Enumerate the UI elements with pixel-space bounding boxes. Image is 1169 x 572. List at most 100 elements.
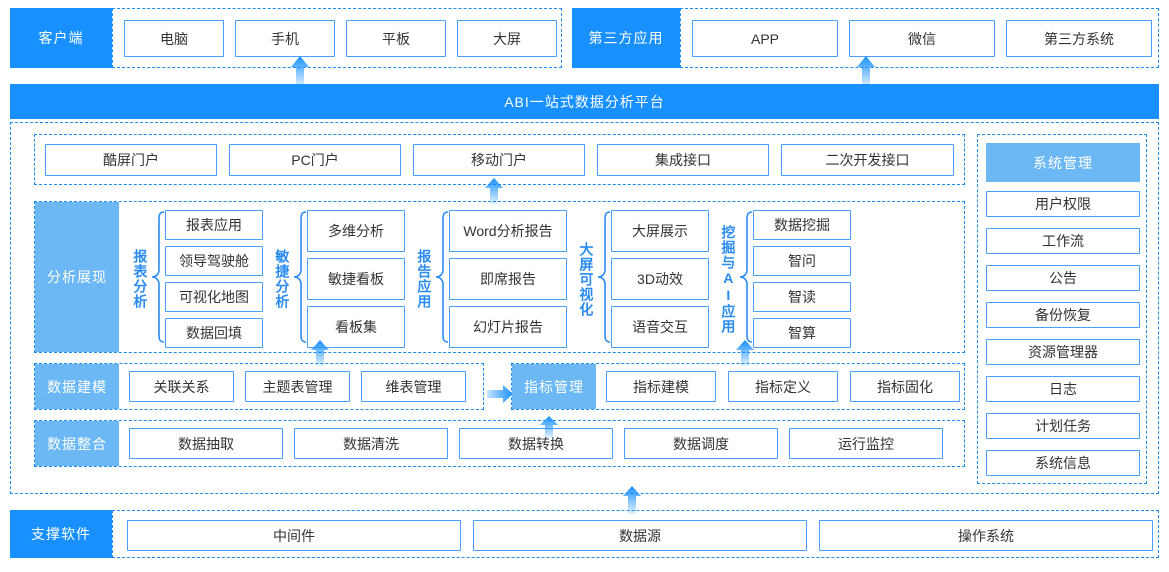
- arrow-up-metric-to-analysis: [736, 340, 754, 366]
- client-item-tablet[interactable]: 平板: [346, 20, 446, 57]
- analysis-item-report-app[interactable]: 报表应用: [165, 210, 263, 240]
- analysis-item-smart-compute[interactable]: 智算: [753, 318, 851, 348]
- platform-main-container: 酷屏门户 PC门户 移动门户 集成接口 二次开发接口 分析展现 报表分析: [10, 122, 1159, 494]
- analysis-group-report-label: 报表分析: [132, 249, 149, 309]
- brace-icon: [293, 210, 307, 348]
- integration-item-schedule[interactable]: 数据调度: [624, 428, 778, 459]
- metric-management-section: 指标管理 指标建模 指标定义 指标固化: [511, 363, 965, 410]
- sysmgmt-item-announcement[interactable]: 公告: [986, 265, 1140, 291]
- arrow-up-to-client: [291, 56, 309, 86]
- system-management-label: 系统管理: [986, 143, 1140, 182]
- analysis-item-data-mining[interactable]: 数据挖掘: [753, 210, 851, 240]
- support-software-row: 支撑软件 中间件 数据源 操作系统: [10, 510, 1159, 558]
- analysis-item-dashboard-set[interactable]: 看板集: [307, 306, 405, 348]
- analysis-group-report-app-items: Word分析报告 即席报告 幻灯片报告: [449, 210, 567, 348]
- analysis-item-leader-cockpit[interactable]: 领导驾驶舱: [165, 246, 263, 276]
- arrow-up-to-third-party: [857, 56, 875, 86]
- analysis-item-agile-dashboard[interactable]: 敏捷看板: [307, 258, 405, 300]
- brace-icon: [739, 210, 753, 348]
- support-item-datasource[interactable]: 数据源: [473, 520, 807, 551]
- analysis-item-slide-report[interactable]: 幻灯片报告: [449, 306, 567, 348]
- portal-item-secondary-dev-api[interactable]: 二次开发接口: [781, 144, 954, 176]
- analysis-group-agile-label: 敏捷分析: [274, 249, 291, 309]
- analysis-group-bigscreen: 大屏可视化 大屏展示 3D动效 语音交互: [575, 210, 709, 348]
- analysis-group-report-app-label: 报告应用: [416, 249, 433, 309]
- integration-item-extract[interactable]: 数据抽取: [129, 428, 283, 459]
- data-modeling-section: 数据建模 关联关系 主题表管理 维表管理: [34, 363, 484, 410]
- client-layer-container: 电脑 手机 平板 大屏: [112, 8, 562, 68]
- support-software-label: 支撑软件: [10, 510, 112, 558]
- analysis-item-voice-interaction[interactable]: 语音交互: [611, 306, 709, 348]
- support-item-middleware[interactable]: 中间件: [127, 520, 461, 551]
- analysis-group-mining-ai-label: 挖掘与AI应用: [720, 224, 737, 334]
- arrow-up-support-to-integration: [623, 486, 641, 514]
- analysis-item-smart-read[interactable]: 智读: [753, 282, 851, 312]
- sysmgmt-item-log[interactable]: 日志: [986, 376, 1140, 402]
- sysmgmt-item-resource-manager[interactable]: 资源管理器: [986, 339, 1140, 365]
- support-item-os[interactable]: 操作系统: [819, 520, 1153, 551]
- analysis-item-word-report[interactable]: Word分析报告: [449, 210, 567, 252]
- analysis-item-multidim-analysis[interactable]: 多维分析: [307, 210, 405, 252]
- integration-item-transform[interactable]: 数据转换: [459, 428, 613, 459]
- data-integration-label: 数据整合: [35, 421, 119, 466]
- sysmgmt-item-backup-restore[interactable]: 备份恢复: [986, 302, 1140, 328]
- arrow-up-integration-to-metric: [540, 416, 558, 438]
- client-item-bigscreen[interactable]: 大屏: [457, 20, 557, 57]
- modeling-item-dimension-table[interactable]: 维表管理: [361, 371, 466, 402]
- portal-section: 酷屏门户 PC门户 移动门户 集成接口 二次开发接口: [34, 134, 965, 185]
- analysis-item-data-writeback[interactable]: 数据回填: [165, 318, 263, 348]
- metric-item-definition[interactable]: 指标定义: [728, 371, 838, 402]
- client-layer-row: 客户端 电脑 手机 平板 大屏 第三方应用 APP 微信 第三方系统: [0, 8, 1169, 68]
- metric-item-modeling[interactable]: 指标建模: [606, 371, 716, 402]
- arrow-right-modeling-to-metric: [487, 385, 513, 403]
- analysis-group-agile: 敏捷分析 多维分析 敏捷看板 看板集: [271, 210, 405, 348]
- client-layer-label: 客户端: [10, 8, 112, 68]
- analysis-item-3d-effects[interactable]: 3D动效: [611, 258, 709, 300]
- third-party-item-app[interactable]: APP: [692, 20, 838, 57]
- brace-icon: [151, 210, 165, 348]
- sysmgmt-item-system-info[interactable]: 系统信息: [986, 450, 1140, 476]
- analysis-group-mining-ai-items: 数据挖掘 智问 智读 智算: [753, 210, 851, 348]
- analysis-group-report: 报表分析 报表应用 领导驾驶舱 可视化地图 数据回填: [129, 210, 263, 348]
- portal-item-pc[interactable]: PC门户: [229, 144, 401, 176]
- third-party-item-system[interactable]: 第三方系统: [1006, 20, 1152, 57]
- brace-icon: [597, 210, 611, 348]
- analysis-section-label: 分析展现: [35, 202, 119, 352]
- portal-item-mobile[interactable]: 移动门户: [413, 144, 585, 176]
- brace-icon: [435, 210, 449, 348]
- sysmgmt-item-scheduled-task[interactable]: 计划任务: [986, 413, 1140, 439]
- analysis-item-visual-map[interactable]: 可视化地图: [165, 282, 263, 312]
- portal-item-cool-screen[interactable]: 酷屏门户: [45, 144, 217, 176]
- client-item-phone[interactable]: 手机: [235, 20, 335, 57]
- arrow-up-modeling-to-analysis: [311, 340, 329, 366]
- analysis-item-adhoc-report[interactable]: 即席报告: [449, 258, 567, 300]
- modeling-item-subject-table[interactable]: 主题表管理: [245, 371, 350, 402]
- analysis-group-agile-items: 多维分析 敏捷看板 看板集: [307, 210, 405, 348]
- analysis-section: 分析展现 报表分析 报表应用 领导驾驶舱 可视化地图 数据回填: [34, 201, 965, 353]
- sysmgmt-item-user-permission[interactable]: 用户权限: [986, 191, 1140, 217]
- analysis-group-mining-ai: 挖掘与AI应用 数据挖掘 智问 智读 智算: [717, 210, 851, 348]
- portal-item-integration-api[interactable]: 集成接口: [597, 144, 769, 176]
- analysis-group-report-app: 报告应用 Word分析报告 即席报告 幻灯片报告: [413, 210, 567, 348]
- modeling-item-relations[interactable]: 关联关系: [129, 371, 234, 402]
- data-modeling-label: 数据建模: [35, 364, 119, 409]
- metric-item-solidify[interactable]: 指标固化: [850, 371, 960, 402]
- analysis-group-bigscreen-label: 大屏可视化: [578, 241, 595, 317]
- third-party-item-wechat[interactable]: 微信: [849, 20, 995, 57]
- third-party-layer-container: APP 微信 第三方系统: [680, 8, 1159, 68]
- analysis-item-smart-ask[interactable]: 智问: [753, 246, 851, 276]
- integration-item-clean[interactable]: 数据清洗: [294, 428, 448, 459]
- analysis-item-bigscreen-display[interactable]: 大屏展示: [611, 210, 709, 252]
- sysmgmt-item-workflow[interactable]: 工作流: [986, 228, 1140, 254]
- analysis-group-bigscreen-items: 大屏展示 3D动效 语音交互: [611, 210, 709, 348]
- data-integration-section: 数据整合 数据抽取 数据清洗 数据转换 数据调度 运行监控: [34, 420, 965, 467]
- arrow-up-portal-to-banner: [485, 178, 503, 204]
- support-software-container: 中间件 数据源 操作系统: [112, 510, 1159, 558]
- system-management-section: 系统管理 用户权限 工作流 公告 备份恢复 资源管理器 日志 计划任务 系统信息: [977, 134, 1147, 484]
- metric-management-label: 指标管理: [512, 364, 596, 409]
- client-item-pc[interactable]: 电脑: [124, 20, 224, 57]
- third-party-layer-label: 第三方应用: [572, 8, 680, 68]
- platform-banner-title: ABI一站式数据分析平台: [10, 84, 1159, 119]
- integration-item-monitor[interactable]: 运行监控: [789, 428, 943, 459]
